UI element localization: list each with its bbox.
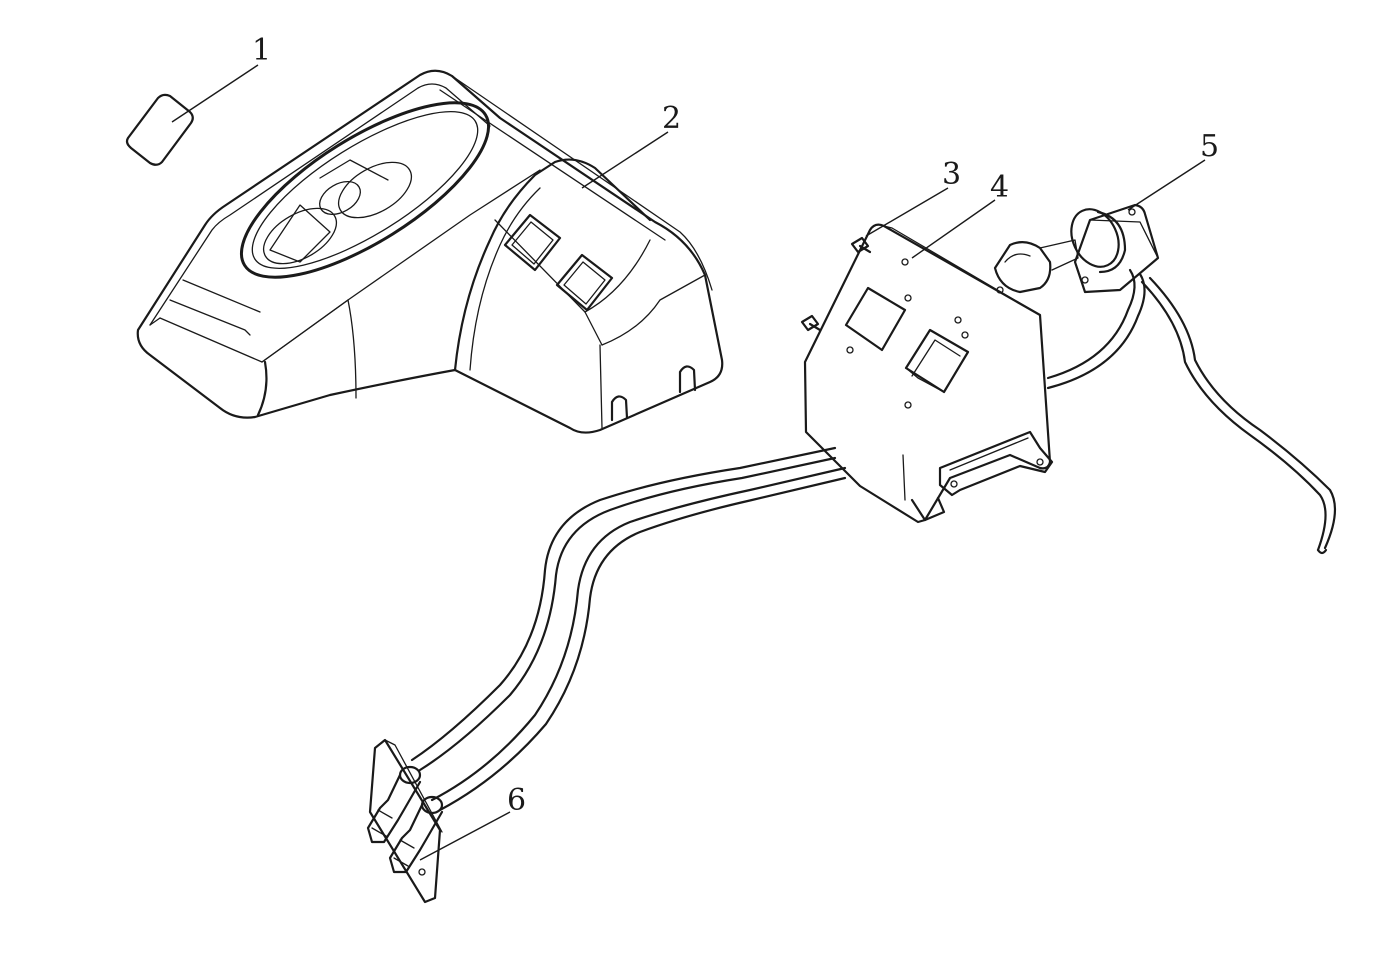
connector-a bbox=[366, 765, 422, 844]
wire-harness bbox=[410, 268, 1146, 812]
callout-1: 1 bbox=[252, 33, 271, 68]
leader-6 bbox=[419, 811, 511, 861]
callout-labels: 1 2 3 4 5 6 bbox=[252, 33, 1219, 818]
part-6-connector-plate bbox=[366, 738, 444, 904]
callout-6: 6 bbox=[507, 783, 526, 818]
part-5-switch bbox=[993, 203, 1337, 555]
callout-3: 3 bbox=[942, 157, 961, 192]
part-2-console-housing bbox=[136, 69, 724, 434]
leader-2 bbox=[581, 131, 669, 189]
connector-b bbox=[388, 795, 444, 874]
part-3-screws bbox=[800, 236, 872, 332]
callout-2: 2 bbox=[662, 101, 681, 136]
callout-5: 5 bbox=[1200, 129, 1219, 164]
leader-3 bbox=[865, 187, 949, 237]
leader-4 bbox=[911, 199, 996, 259]
leader-5 bbox=[1127, 159, 1206, 211]
leader-lines bbox=[171, 64, 1206, 861]
leader-1 bbox=[171, 64, 259, 123]
part-1-pad bbox=[125, 93, 194, 166]
callout-4: 4 bbox=[990, 170, 1009, 205]
part-4-bracket bbox=[803, 223, 1054, 524]
